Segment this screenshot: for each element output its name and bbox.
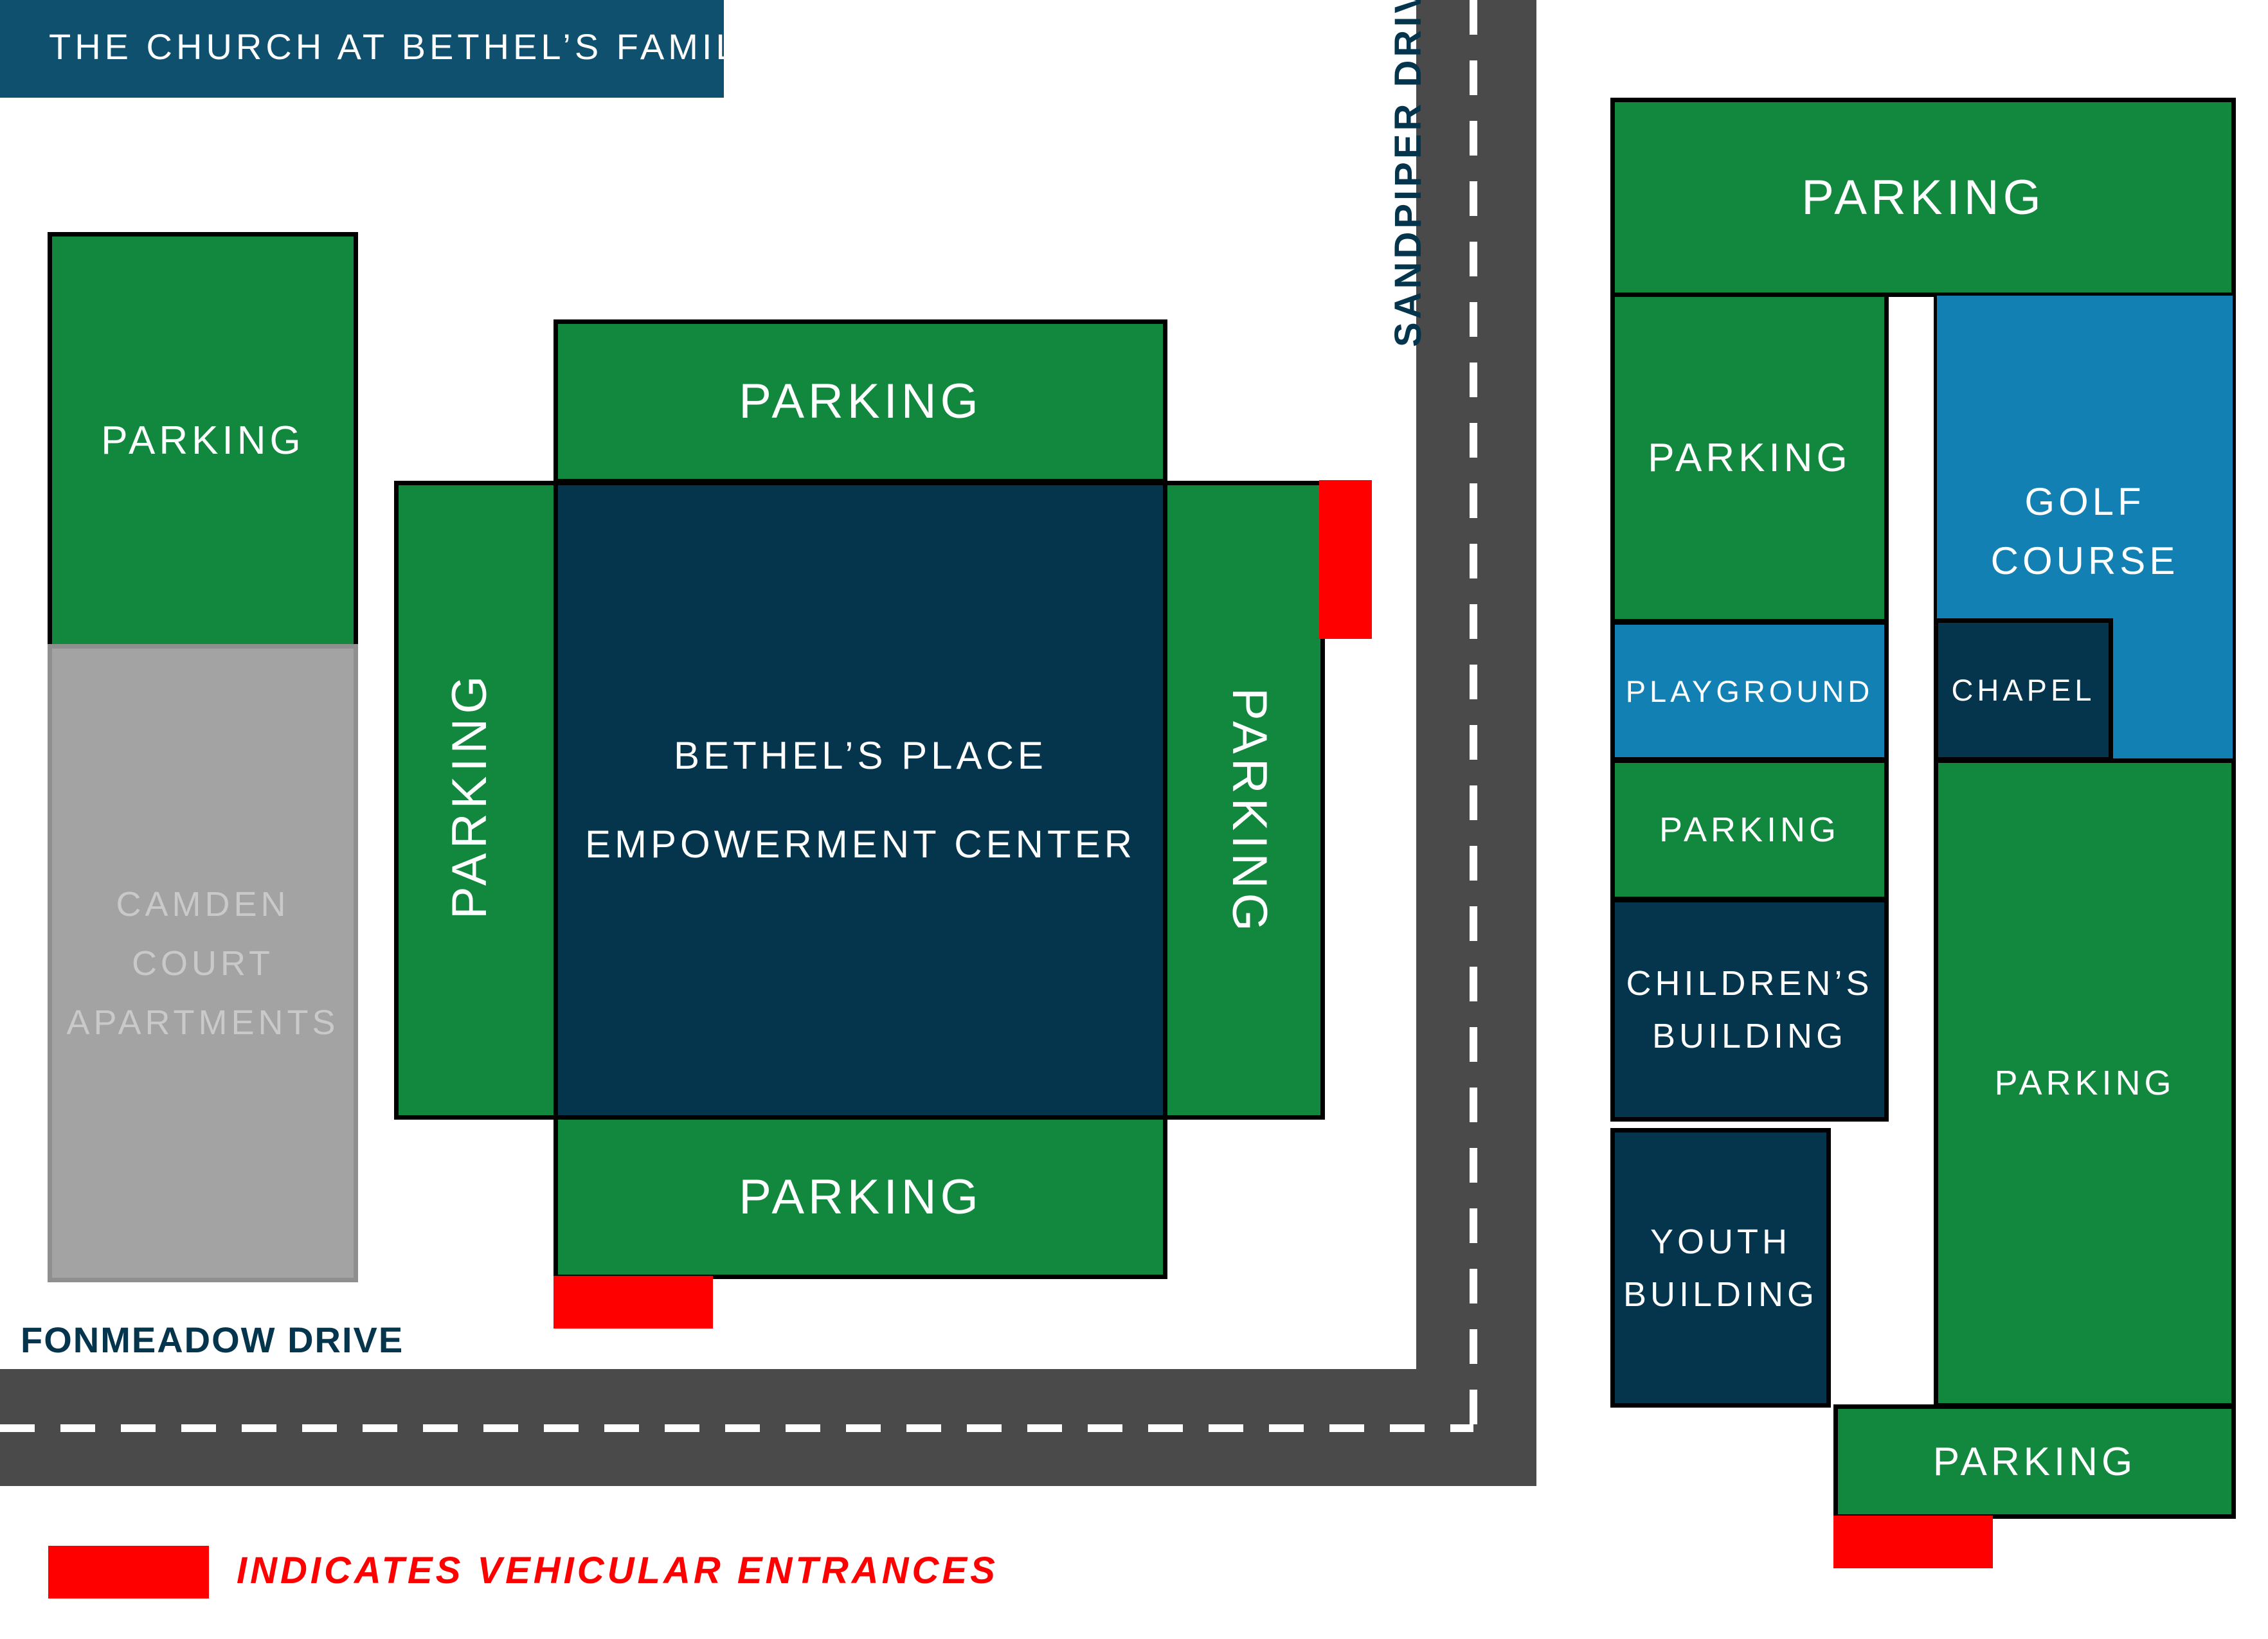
parking-lot-middle-left: PARKING bbox=[1610, 758, 1889, 901]
page-title: THE CHURCH AT BETHEL’S FAMILY bbox=[49, 26, 765, 67]
camden-court-apartments: CAMDEN COURT APARTMENTS bbox=[48, 644, 358, 1282]
parking-lot-north-campus: PARKING bbox=[1610, 98, 2236, 297]
parking-lot-bethels-south: PARKING bbox=[554, 1115, 1167, 1279]
parking-lot-south-campus: PARKING bbox=[1833, 1404, 2236, 1519]
parking-lot-east: PARKING bbox=[1934, 758, 2236, 1408]
parking-label: PARKING bbox=[101, 418, 305, 463]
parking-label: PARKING bbox=[1648, 436, 1851, 480]
youth-building-line-1: YOUTH bbox=[1650, 1222, 1791, 1261]
youth-building-line-2: BUILDING bbox=[1623, 1275, 1819, 1314]
parking-lot-upper-left: PARKING bbox=[1610, 292, 1889, 623]
title-bar: THE CHURCH AT BETHEL’S FAMILY bbox=[0, 0, 761, 98]
childrens-building-line-2: BUILDING bbox=[1652, 1017, 1848, 1055]
bethels-place-line-1: BETHEL’S PLACE bbox=[674, 734, 1047, 777]
camden-label-line-1: CAMDEN bbox=[116, 884, 290, 924]
vehicular-entrance-fonmeadow bbox=[554, 1276, 713, 1329]
parking-lot-bethels-north: PARKING bbox=[554, 319, 1167, 483]
playground-label: PLAYGROUND bbox=[1625, 674, 1874, 708]
parking-label: PARKING bbox=[739, 1170, 982, 1224]
sandpiper-drive-label: SANDPIPER DRIVE bbox=[1387, 0, 1429, 347]
vehicular-entrance-south-campus bbox=[1833, 1516, 1993, 1568]
chapel: CHAPEL bbox=[1934, 618, 2113, 762]
legend-text: INDICATES VEHICULAR ENTRANCES bbox=[237, 1550, 998, 1591]
parking-label: PARKING bbox=[739, 374, 982, 429]
childrens-building-line-1: CHILDREN’S bbox=[1626, 964, 1873, 1003]
golf-course-line-1: GOLF bbox=[2024, 480, 2145, 523]
camden-label-line-3: APARTMENTS bbox=[66, 1003, 339, 1042]
vehicular-entrance-sandpiper bbox=[1319, 480, 1372, 639]
road-center-lines bbox=[0, 0, 1477, 1432]
fonmeadow-drive-label: FONMEADOW DRIVE bbox=[21, 1320, 404, 1360]
parking-label: PARKING bbox=[1994, 1064, 2175, 1102]
chapel-label: CHAPEL bbox=[1951, 673, 2096, 707]
parking-label: PARKING bbox=[1932, 1439, 2137, 1484]
playground: PLAYGROUND bbox=[1610, 620, 1889, 762]
parking-label-west: PARKING bbox=[442, 671, 497, 919]
parking-label: PARKING bbox=[1801, 170, 2045, 225]
youth-building: YOUTH BUILDING bbox=[1610, 1128, 1831, 1408]
parking-lot-camden: PARKING bbox=[48, 232, 358, 649]
camden-label-line-2: COURT bbox=[131, 944, 274, 983]
parking-label: PARKING bbox=[1659, 811, 1841, 849]
legend-swatch bbox=[48, 1546, 209, 1599]
bethels-place-line-2: EMPOWERMENT CENTER bbox=[585, 823, 1136, 866]
childrens-building: CHILDREN’S BUILDING bbox=[1610, 898, 1889, 1122]
bethels-place-empowerment-center: BETHEL’S PLACE EMPOWERMENT CENTER bbox=[554, 481, 1167, 1120]
golf-course-line-2: COURSE bbox=[1990, 539, 2179, 582]
parking-label-east: PARKING bbox=[1222, 688, 1277, 936]
